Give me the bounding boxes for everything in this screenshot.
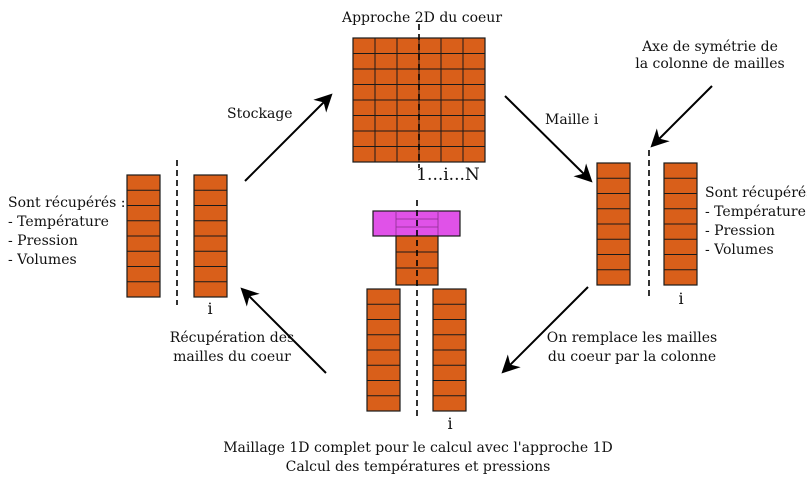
label-remplace-line1: On remplace les mailles	[547, 330, 717, 346]
caption-line2: Calcul des températures et pressions	[286, 459, 551, 475]
right-recovered-item-1: - Température	[705, 204, 806, 220]
arrow-stockage	[244, 93, 333, 182]
arrow-recuperation	[240, 287, 327, 374]
right-column-b	[663, 162, 698, 286]
caption-line1: Maillage 1D complet pour le calcul avec …	[223, 440, 613, 456]
left-recovered-item-2: - Pression	[8, 233, 78, 249]
arrow-axe-symetrie	[650, 85, 713, 148]
arrow-maille-i	[504, 95, 593, 183]
label-recuperation-line1: Récupération des	[170, 330, 294, 346]
left-recovered-title: Sont récupérés :	[8, 195, 126, 211]
left-column-index: i	[207, 299, 212, 318]
mesh-1d-right-leg	[432, 288, 467, 412]
core-2d-grid	[352, 24, 486, 168]
right-column-a	[596, 162, 631, 286]
right-recovered-title: Sont récupérés :	[705, 185, 807, 201]
left-recovered-item-1: - Température	[8, 214, 109, 230]
label-recuperation-line2: mailles du coeur	[173, 349, 291, 365]
mesh-1d-index: i	[447, 414, 452, 433]
label-core-index: 1...i...N	[416, 165, 480, 185]
left-column-b	[193, 174, 228, 298]
label-axe-line2: la colonne de mailles	[635, 56, 784, 72]
left-recovered-item-3: - Volumes	[8, 252, 77, 268]
right-recovered-item-3: - Volumes	[705, 242, 774, 258]
mesh-1d	[366, 200, 467, 416]
arrow-remplace	[501, 286, 589, 374]
left-column-a	[126, 174, 161, 298]
right-recovered-item-2: - Pression	[705, 223, 775, 239]
left-column-pair	[126, 160, 228, 305]
label-remplace-line2: du coeur par la colonne	[548, 349, 716, 365]
title-approche-2d: Approche 2D du coeur	[341, 10, 502, 26]
label-axe-line1: Axe de symétrie de	[641, 39, 778, 55]
right-column-pair	[596, 150, 698, 297]
right-column-index: i	[678, 289, 683, 308]
label-maille-i: Maille i	[545, 112, 599, 128]
mesh-1d-left-leg	[366, 288, 401, 412]
label-stockage: Stockage	[227, 106, 293, 122]
